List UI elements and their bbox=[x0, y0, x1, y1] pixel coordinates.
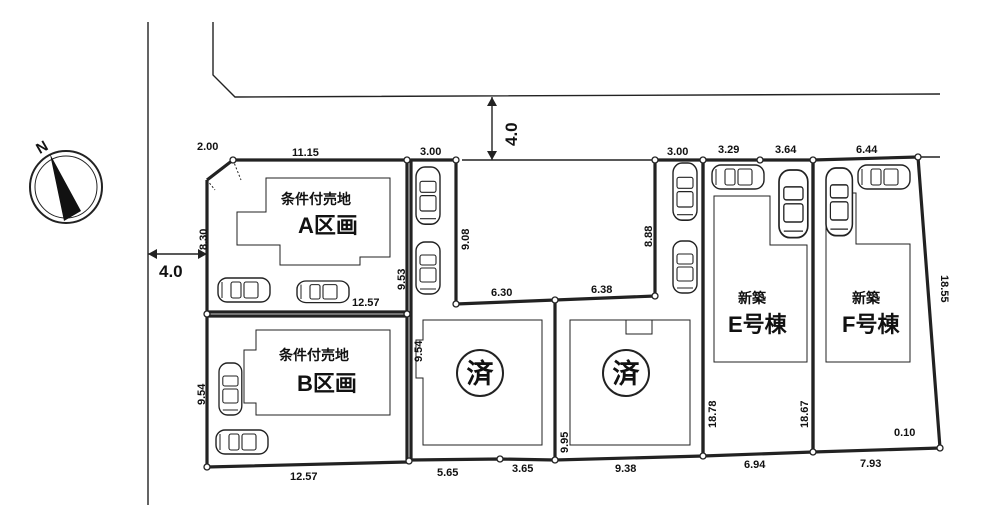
dimension-e-right: 18.67 bbox=[799, 400, 811, 428]
lot-e-name: E号棟 bbox=[728, 312, 788, 337]
north-arrow-icon bbox=[50, 154, 81, 221]
road-width-top: 4.0 bbox=[487, 97, 521, 160]
dimension-d-bottom: 9.38 bbox=[615, 463, 636, 475]
dimension-flag1-side: 9.08 bbox=[460, 229, 472, 250]
lot-b-name: B区画 bbox=[297, 371, 357, 396]
dimension-d-left: 9.95 bbox=[559, 432, 571, 453]
dimension-f-top: 6.44 bbox=[856, 144, 878, 156]
north-arrow-compass: N bbox=[29, 138, 103, 224]
dimension-e-bottom: 6.94 bbox=[744, 459, 766, 471]
dimension-e-top-left: 3.29 bbox=[718, 144, 739, 156]
lot-c-sold-mark: 済 bbox=[456, 349, 504, 397]
dimension-a-right: 9.53 bbox=[396, 269, 408, 290]
dimension-a-bottom: 12.57 bbox=[352, 297, 380, 309]
lot-c-sold-label: 済 bbox=[467, 358, 495, 389]
building-a bbox=[236, 177, 391, 266]
dimension-e-left: 18.78 bbox=[707, 400, 719, 428]
dimension-flag2-side: 8.88 bbox=[643, 226, 655, 247]
road-width-left: 4.0 bbox=[148, 249, 207, 281]
dimension-a-top: 11.15 bbox=[292, 147, 319, 159]
lot-a-title: 条件付売地 bbox=[280, 191, 351, 207]
dimension-flag2-top: 3.00 bbox=[667, 146, 688, 158]
dimension-f-right: 18.55 bbox=[938, 275, 950, 303]
dimension-labels: 2.00 11.15 8.30 9.53 12.57 3.00 9.08 6.3… bbox=[196, 141, 950, 483]
dimension-open-bottom-left: 6.30 bbox=[491, 287, 512, 299]
dimension-c-bottom-left: 5.65 bbox=[437, 467, 458, 479]
lot-d-sold-label: 済 bbox=[613, 358, 641, 389]
dimension-c-left: 9.54 bbox=[413, 340, 425, 362]
dimension-a-left: 8.30 bbox=[198, 229, 210, 250]
lot-a-name: A区画 bbox=[298, 213, 358, 238]
building-c bbox=[415, 319, 543, 446]
building-footprints bbox=[236, 177, 911, 446]
road-width-left-label: 4.0 bbox=[159, 262, 183, 281]
building-d bbox=[569, 319, 691, 446]
building-f bbox=[825, 192, 911, 363]
dimension-c-bottom-right: 3.65 bbox=[512, 463, 533, 475]
road-edges bbox=[147, 22, 941, 505]
lot-e-title: 新築 bbox=[738, 290, 767, 306]
building-e bbox=[713, 195, 808, 363]
lot-f-name: F号棟 bbox=[842, 312, 900, 337]
dimension-open-bottom-right: 6.38 bbox=[591, 284, 612, 296]
dimension-f-corner: 0.10 bbox=[894, 427, 915, 439]
dimension-f-bottom: 7.93 bbox=[860, 458, 881, 470]
dimension-a-corner: 2.00 bbox=[197, 141, 218, 153]
dimension-b-left: 9.54 bbox=[196, 383, 208, 405]
lot-d-sold-mark: 済 bbox=[602, 349, 650, 397]
lot-f-title: 新築 bbox=[852, 290, 881, 306]
boundary-markers bbox=[203, 153, 944, 471]
dimension-e-top-right: 3.64 bbox=[775, 144, 797, 156]
dimension-flag1-top: 3.00 bbox=[420, 146, 441, 158]
road-width-top-label: 4.0 bbox=[502, 122, 521, 146]
building-b bbox=[243, 329, 391, 416]
lot-b-title: 条件付売地 bbox=[278, 347, 349, 363]
dimension-b-bottom: 12.57 bbox=[290, 471, 318, 483]
